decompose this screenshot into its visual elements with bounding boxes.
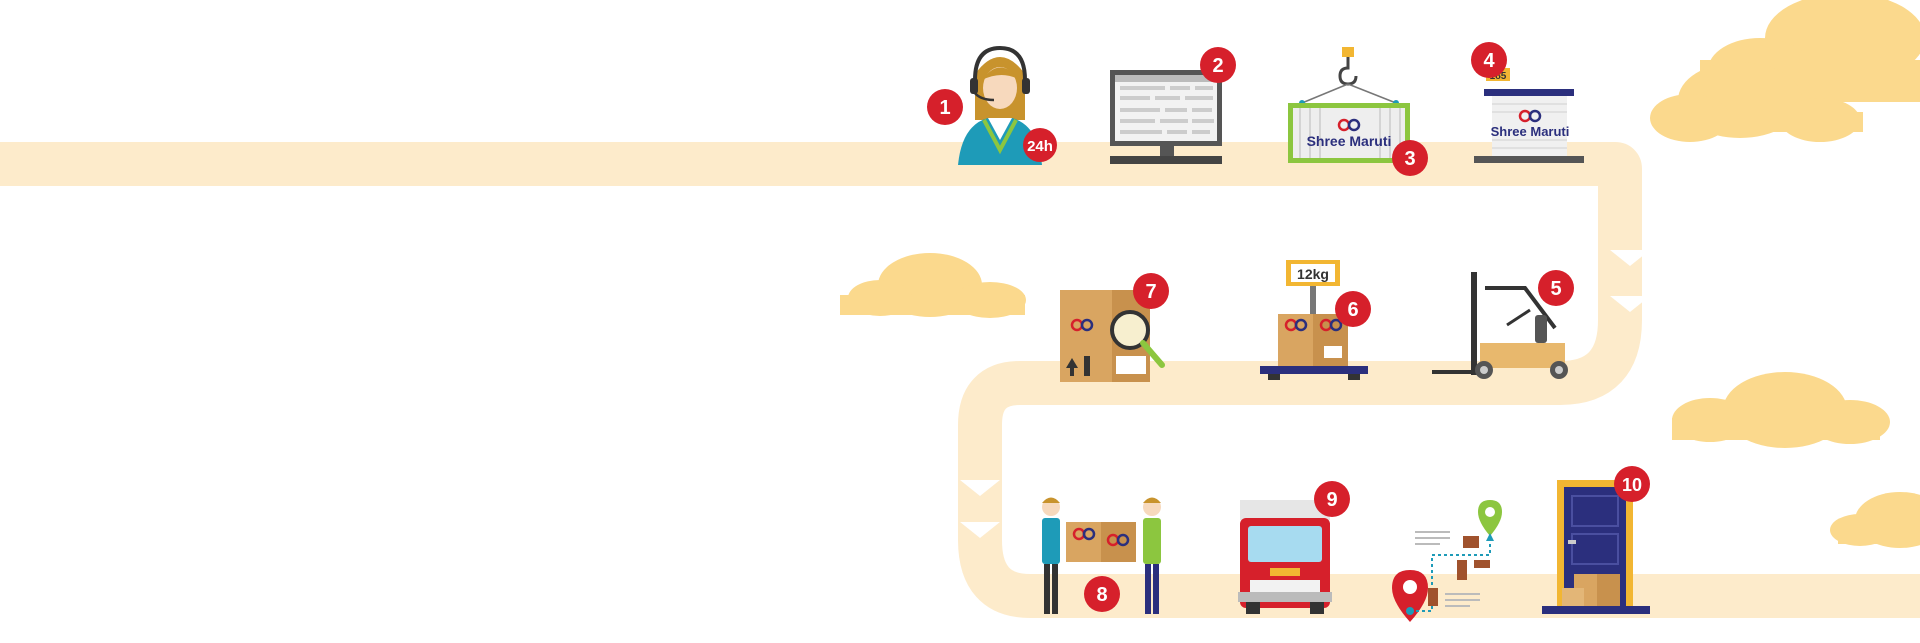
cloud — [840, 253, 1026, 318]
step-badge: 4 — [1471, 42, 1507, 78]
package-handover-icon — [1042, 497, 1161, 614]
step-number: 2 — [1212, 55, 1223, 77]
doorstep-delivery-icon — [1542, 480, 1650, 614]
customer-support-icon — [958, 45, 1042, 165]
step-badge: 6 — [1335, 291, 1371, 327]
step-number: 10 — [1622, 475, 1642, 495]
step-number: 4 — [1483, 50, 1495, 72]
24h-badge: 24h — [1023, 128, 1057, 162]
step-number: 8 — [1096, 584, 1107, 606]
step-number: 1 — [939, 97, 950, 119]
route-tracking-icon — [1392, 500, 1502, 622]
brand-logo-text: Shree Maruti — [1307, 133, 1392, 149]
cloud — [1650, 62, 1863, 142]
clouds — [840, 0, 1920, 548]
weight-display: 12kg — [1297, 266, 1329, 282]
step-number: 6 — [1347, 299, 1358, 321]
step-badge: 2 — [1200, 47, 1236, 83]
step-number: 7 — [1145, 281, 1156, 303]
brand-logo-text: Shree Maruti — [1491, 124, 1570, 139]
step-badge: 5 — [1538, 270, 1574, 306]
step-badge: 7 — [1133, 273, 1169, 309]
forklift-icon — [1432, 272, 1568, 379]
step-badge: 8 — [1084, 576, 1120, 612]
step-number: 9 — [1326, 489, 1337, 511]
cloud — [1672, 372, 1890, 448]
step-badge: 3 — [1392, 140, 1428, 176]
step-badge: 1 — [927, 89, 963, 125]
delivery-truck-icon — [1238, 500, 1332, 614]
step-badge: 10 — [1614, 466, 1650, 502]
container-crane-icon: Shree Maruti — [1288, 47, 1410, 163]
step-badge: 9 — [1314, 481, 1350, 517]
24h-label: 24h — [1027, 138, 1053, 155]
warehouse-number: 185 — [1490, 71, 1507, 82]
process-path — [0, 142, 1920, 618]
cloud — [1830, 492, 1920, 548]
step-number: 3 — [1404, 148, 1415, 170]
step-number: 5 — [1550, 278, 1561, 300]
computer-booking-icon — [1110, 70, 1222, 164]
